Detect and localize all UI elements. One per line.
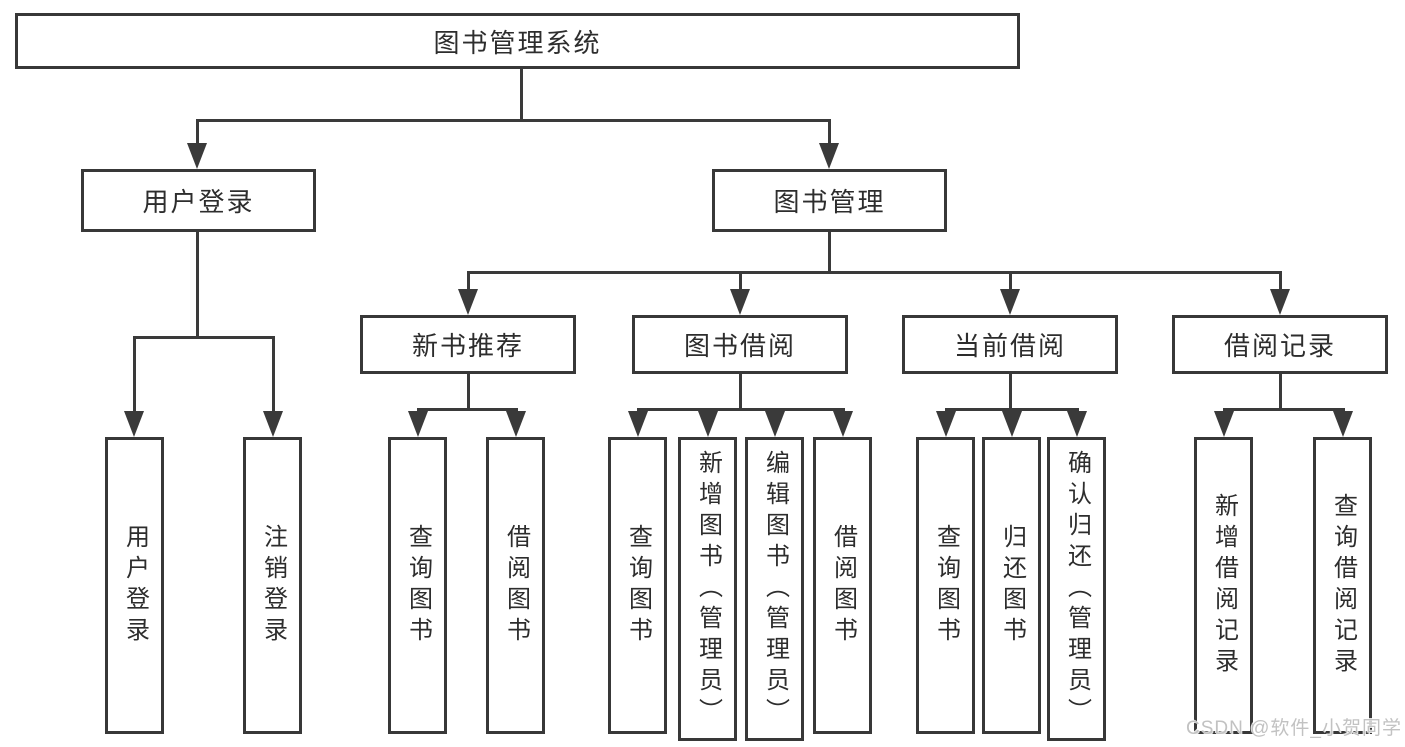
connector-currentborrow-stem xyxy=(1009,374,1012,408)
node-label: 查询图书 xyxy=(624,523,652,648)
connector-drop-bookborrow xyxy=(739,271,742,293)
arrowhead-borrowrecords xyxy=(1270,289,1290,315)
node-book-borrow: 图书借阅 xyxy=(632,315,848,374)
connector-userlogin-stem xyxy=(196,232,199,336)
connector-root-hline xyxy=(196,119,831,122)
arrowhead-addbook xyxy=(698,411,718,437)
node-label: 图书借阅 xyxy=(683,331,796,361)
node-label: 查询借阅记录 xyxy=(1329,492,1357,679)
node-label: 图书管理系统 xyxy=(433,27,602,58)
node-label: 借阅图书 xyxy=(829,523,857,648)
leaf-edit-book-admin: 编辑图书（管理员） xyxy=(745,437,804,741)
arrowhead-borrow2 xyxy=(833,411,853,437)
leaf-return-books: 归还图书 xyxy=(982,437,1041,734)
node-label: 查询图书 xyxy=(932,523,960,648)
arrowhead-queryrecord xyxy=(1333,411,1353,437)
arrowhead-confirmreturn xyxy=(1067,411,1087,437)
leaf-add-book-admin: 新增图书（管理员） xyxy=(678,437,737,741)
connector-bookmgmt-hline xyxy=(467,271,1281,274)
node-label: 新书推荐 xyxy=(411,331,524,361)
node-label: 用户登录 xyxy=(121,523,149,648)
leaf-logout: 注销登录 xyxy=(243,437,302,734)
connector-drop-book-mgmt xyxy=(828,119,831,149)
connector-userlogin-hline xyxy=(133,336,275,339)
connector-drop-currentborrow xyxy=(1009,271,1012,293)
leaf-query-books-recommend: 查询图书 xyxy=(388,437,447,734)
connector-drop-borrowrecords xyxy=(1279,271,1282,293)
arrowhead-editbook xyxy=(765,411,785,437)
node-label: 确认归还（管理员） xyxy=(1063,449,1091,729)
connector-borrowrecords-stem xyxy=(1279,374,1282,408)
connector-bookmgmt-stem xyxy=(828,232,831,271)
node-borrow-records: 借阅记录 xyxy=(1172,315,1388,374)
node-label: 归还图书 xyxy=(998,523,1026,648)
arrowhead-leaf-userlogin xyxy=(124,411,144,437)
node-user-login: 用户登录 xyxy=(81,169,316,232)
node-book-management: 图书管理 xyxy=(712,169,947,232)
connector-borrowrecords-hline xyxy=(1223,408,1345,411)
node-label: 新增借阅记录 xyxy=(1210,492,1238,679)
connector-drop-newbook xyxy=(467,271,470,293)
node-label: 当前借阅 xyxy=(953,331,1066,361)
node-label: 编辑图书（管理员） xyxy=(761,449,789,729)
connector-bookborrow-stem xyxy=(739,374,742,408)
arrowhead-return xyxy=(1002,411,1022,437)
csdn-watermark: CSDN @软件_小贺同学 xyxy=(1186,718,1402,739)
arrowhead-book-mgmt xyxy=(819,143,839,169)
connector-bookborrow-hline xyxy=(637,408,845,411)
leaf-query-books-borrow: 查询图书 xyxy=(608,437,667,734)
arrowhead-newbook xyxy=(458,289,478,315)
leaf-add-borrow-record: 新增借阅记录 xyxy=(1194,437,1253,734)
node-label: 注销登录 xyxy=(259,523,287,648)
arrowhead-leaf-logout xyxy=(263,411,283,437)
arrowhead-user-login xyxy=(187,143,207,169)
arrowhead-query2 xyxy=(628,411,648,437)
connector-drop-user-login xyxy=(196,119,199,149)
arrowhead-currentborrow xyxy=(1000,289,1020,315)
arrowhead-bookborrow xyxy=(730,289,750,315)
arrowhead-query1 xyxy=(408,411,428,437)
node-label: 借阅记录 xyxy=(1223,331,1336,361)
arrowhead-query3 xyxy=(936,411,956,437)
node-label: 新增图书（管理员） xyxy=(694,449,722,729)
leaf-borrow-books-recommend: 借阅图书 xyxy=(486,437,545,734)
leaf-confirm-return-admin: 确认归还（管理员） xyxy=(1047,437,1106,741)
leaf-user-login: 用户登录 xyxy=(105,437,164,734)
arrowhead-addrecord xyxy=(1214,411,1234,437)
node-label: 借阅图书 xyxy=(502,523,530,648)
connector-newbook-stem xyxy=(467,374,470,408)
leaf-query-books-current: 查询图书 xyxy=(916,437,975,734)
node-current-borrow: 当前借阅 xyxy=(902,315,1118,374)
connector-drop-leaf-logout xyxy=(272,336,275,414)
node-label: 查询图书 xyxy=(404,523,432,648)
node-root-library-system: 图书管理系统 xyxy=(15,13,1020,69)
node-label: 图书管理 xyxy=(773,187,886,217)
leaf-query-borrow-record: 查询借阅记录 xyxy=(1313,437,1372,734)
connector-drop-leaf-userlogin xyxy=(133,336,136,414)
leaf-borrow-books: 借阅图书 xyxy=(813,437,872,734)
arrowhead-borrow1 xyxy=(506,411,526,437)
node-label: 用户登录 xyxy=(142,187,255,217)
connector-root-stem xyxy=(520,69,523,119)
connector-newbook-hline xyxy=(417,408,518,411)
node-new-book-recommend: 新书推荐 xyxy=(360,315,576,374)
